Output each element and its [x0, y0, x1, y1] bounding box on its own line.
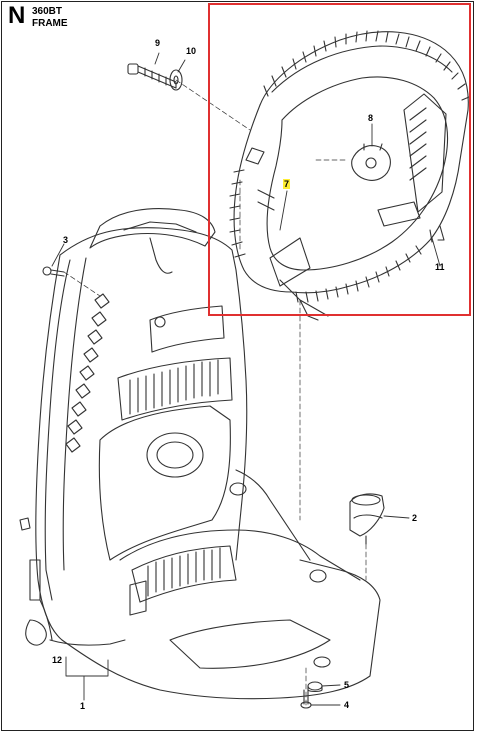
leader-lines — [51, 52, 441, 706]
nut-part-5 — [307, 681, 323, 693]
highlight-box — [208, 3, 471, 316]
bolt-part-9 — [127, 63, 177, 89]
model-name: 360BT — [32, 6, 63, 17]
callout-10: 10 — [186, 46, 197, 56]
callout-7: 7 — [283, 179, 291, 189]
fan-cover — [229, 30, 470, 321]
callout-5: 5 — [344, 680, 350, 690]
foot-part-2 — [349, 493, 385, 545]
callout-12: 12 — [52, 655, 63, 665]
section-title: FRAME — [32, 18, 68, 29]
callout-8: 8 — [368, 113, 374, 123]
section-letter: N — [8, 2, 26, 29]
washer-part-10 — [169, 69, 183, 91]
callout-11: 11 — [435, 262, 445, 272]
frame-body — [19, 208, 381, 700]
callout-9: 9 — [155, 38, 161, 48]
callout-3: 3 — [63, 235, 69, 245]
callout-2: 2 — [412, 513, 418, 523]
screw-part-3 — [42, 266, 65, 277]
assembly-lines — [63, 79, 367, 706]
callout-1: 1 — [80, 701, 86, 711]
callout-4: 4 — [344, 700, 350, 710]
